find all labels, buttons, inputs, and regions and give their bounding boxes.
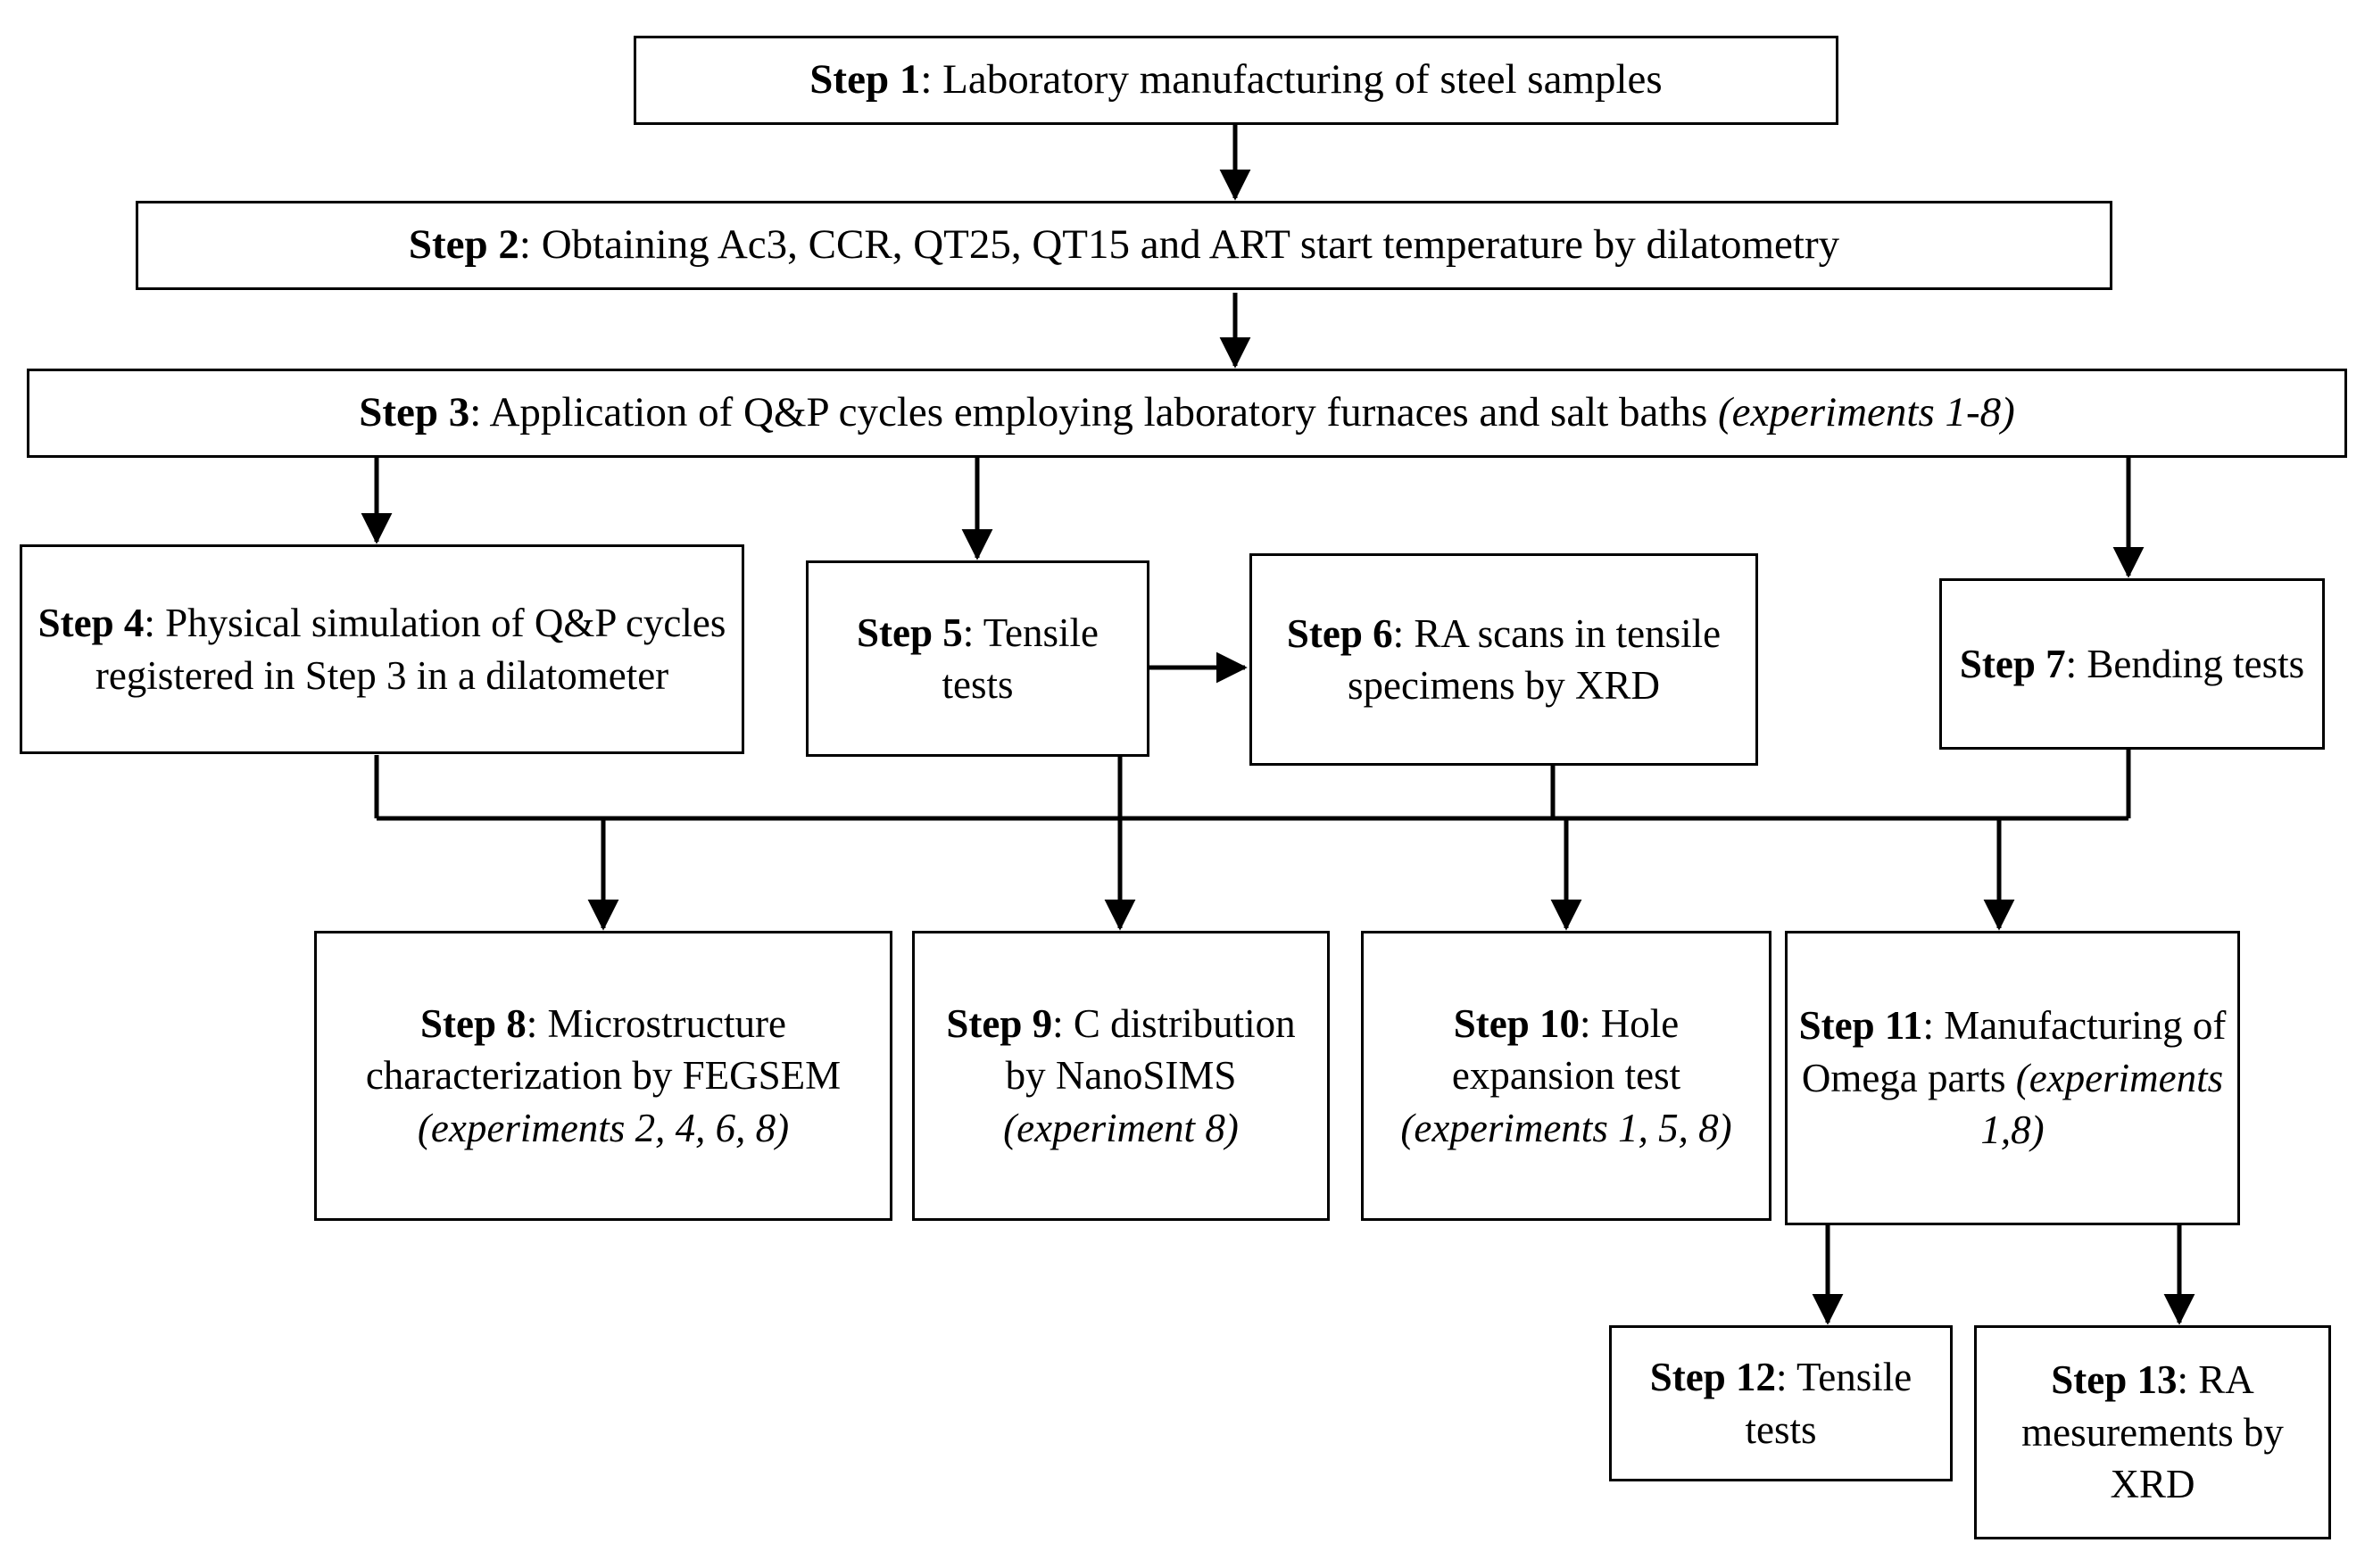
node-step4-bold: Step 4 [37, 601, 145, 645]
node-step8-bold: Step 8 [420, 1000, 527, 1046]
node-step13[interactable]: Step 13: RA mesurements by XRD [1974, 1325, 2331, 1539]
node-step1-rest: : Laboratory manufacturing of steel samp… [920, 56, 1663, 104]
node-step6-bold: Step 6 [1286, 610, 1393, 656]
node-step6[interactable]: Step 6: RA scans in tensile specimens by… [1249, 553, 1758, 766]
node-step2-rest: : Obtaining Ac3, CCR, QT25, QT15 and ART… [519, 221, 1840, 269]
node-step5-label: Step 5: Tensile tests [817, 607, 1138, 711]
node-step9-rest: : C distribution by NanoSIMS [1005, 1000, 1296, 1099]
node-step9-bold: Step 9 [946, 1000, 1053, 1046]
node-step1[interactable]: Step 1: Laboratory manufacturing of stee… [634, 36, 1838, 125]
node-step9[interactable]: Step 9: C distribution by NanoSIMS (expe… [912, 931, 1330, 1221]
node-step5-bold: Step 5 [856, 610, 963, 655]
node-step9-label: Step 9: C distribution by NanoSIMS (expe… [924, 998, 1318, 1155]
node-step2-label: Step 2: Obtaining Ac3, CCR, QT25, QT15 a… [147, 218, 2101, 272]
node-step12[interactable]: Step 12: Tensile tests [1609, 1325, 1953, 1481]
node-step8-label: Step 8: Microstructure characterization … [326, 998, 881, 1155]
node-step12-bold: Step 12 [1649, 1355, 1776, 1399]
node-step3-label: Step 3: Application of Q&P cycles employ… [38, 386, 2336, 440]
node-step10-italic: (experiments 1, 5, 8) [1400, 1105, 1732, 1150]
node-step8-rest: : Microstructure characterization by FEG… [365, 1000, 842, 1099]
node-step11-bold: Step 11 [1798, 1003, 1923, 1049]
node-step5[interactable]: Step 5: Tensile tests [806, 560, 1149, 757]
node-step8[interactable]: Step 8: Microstructure characterization … [314, 931, 892, 1221]
node-step3-bold: Step 3 [359, 389, 470, 436]
node-step2-bold: Step 2 [408, 221, 519, 269]
node-step7-bold: Step 7 [1959, 641, 2066, 686]
node-step1-bold: Step 1 [809, 56, 921, 104]
node-step2[interactable]: Step 2: Obtaining Ac3, CCR, QT25, QT15 a… [136, 201, 2112, 290]
node-step6-rest: : RA scans in tensile specimens by XRD [1348, 610, 1722, 709]
node-step11-rest: : Manufacturing of Omega parts [1801, 1003, 2227, 1100]
node-step4[interactable]: Step 4: Physical simulation of Q&P cycle… [20, 544, 744, 754]
node-step3[interactable]: Step 3: Application of Q&P cycles employ… [27, 369, 2347, 458]
node-step10-label: Step 10: Hole expansion test (experiment… [1373, 998, 1760, 1155]
node-step10-rest: : Hole expansion test [1451, 1000, 1681, 1099]
node-step7[interactable]: Step 7: Bending tests [1939, 578, 2325, 750]
node-step13-rest: : RA mesurements by XRD [2021, 1357, 2284, 1507]
node-step11-label: Step 11: Manufacturing of Omega parts (e… [1796, 1000, 2228, 1157]
node-step9-italic: (experiment 8) [1003, 1105, 1239, 1150]
node-step10[interactable]: Step 10: Hole expansion test (experiment… [1361, 931, 1771, 1221]
node-step6-label: Step 6: RA scans in tensile specimens by… [1261, 608, 1747, 712]
node-step11-italic: (experiments 1,8) [1980, 1055, 2224, 1153]
node-step10-bold: Step 10 [1453, 1000, 1581, 1046]
node-step7-rest: : Bending tests [2065, 641, 2305, 686]
node-step7-label: Step 7: Bending tests [1951, 638, 2313, 691]
node-step4-label: Step 4: Physical simulation of Q&P cycle… [31, 597, 733, 701]
node-step4-rest: : Physical simulation of Q&P cycles regi… [95, 601, 726, 698]
node-step12-rest: : Tensile tests [1745, 1355, 1913, 1452]
node-step3-italic: (experiments 1-8) [1718, 389, 2015, 436]
node-step3-rest: : Application of Q&P cycles employing la… [469, 389, 1719, 436]
node-step11[interactable]: Step 11: Manufacturing of Omega parts (e… [1785, 931, 2240, 1225]
node-step5-rest: : Tensile tests [942, 610, 1099, 708]
node-step8-italic: (experiments 2, 4, 6, 8) [417, 1105, 790, 1150]
node-step13-label: Step 13: RA mesurements by XRD [1986, 1354, 2319, 1511]
node-step1-label: Step 1: Laboratory manufacturing of stee… [645, 53, 1827, 107]
node-step13-bold: Step 13 [2051, 1357, 2178, 1403]
node-step12-label: Step 12: Tensile tests [1621, 1351, 1941, 1456]
